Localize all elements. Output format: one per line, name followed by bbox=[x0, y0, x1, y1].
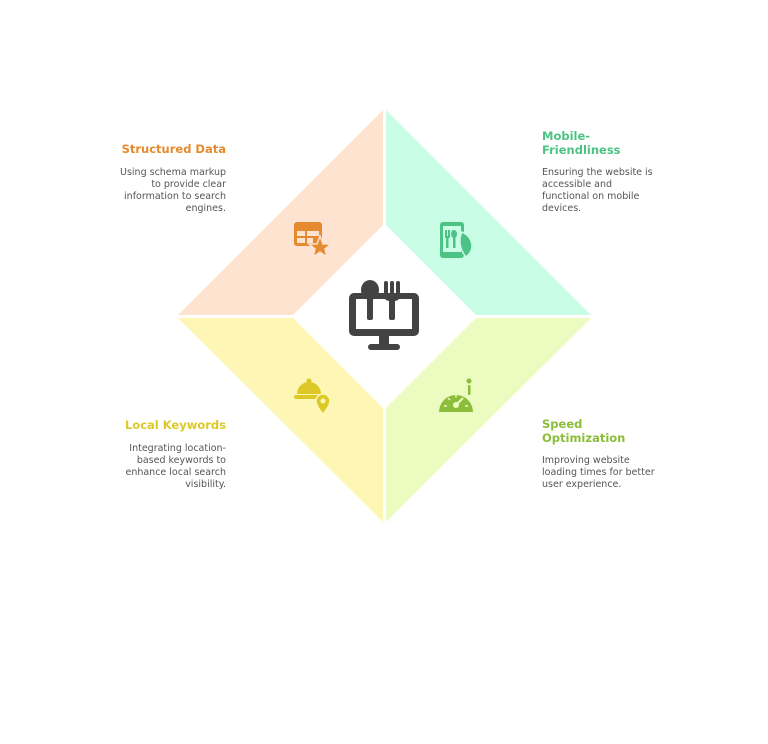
phone-utensils-icon bbox=[440, 222, 473, 259]
cloche-pin-icon bbox=[294, 378, 331, 416]
local-keywords-description: Integrating location-based keywords to e… bbox=[125, 443, 226, 490]
mobile-friendliness-description: Ensuring the website is accessible and f… bbox=[542, 167, 653, 214]
speedometer-icon bbox=[439, 378, 473, 412]
quadrant-local-keywords bbox=[178, 318, 383, 522]
table-star-icon bbox=[294, 222, 334, 259]
mobile-friendliness-title: Mobile-Friendliness bbox=[542, 129, 621, 157]
structured-data-title: Structured Data bbox=[121, 142, 226, 156]
speed-optimization-title: Speed Optimization bbox=[542, 417, 626, 445]
quadrant-mobile-friendliness bbox=[386, 110, 591, 315]
quadrant-speed-optimization bbox=[386, 318, 591, 522]
quadrant-structured-data bbox=[178, 110, 383, 315]
speed-optimization-description: Improving website loading times for bett… bbox=[542, 455, 655, 490]
local-keywords-title: Local Keywords bbox=[124, 418, 226, 432]
structured-data-description: Using schema markup to provide clear inf… bbox=[120, 167, 226, 214]
monitor-fork-spoon-icon bbox=[349, 280, 419, 350]
